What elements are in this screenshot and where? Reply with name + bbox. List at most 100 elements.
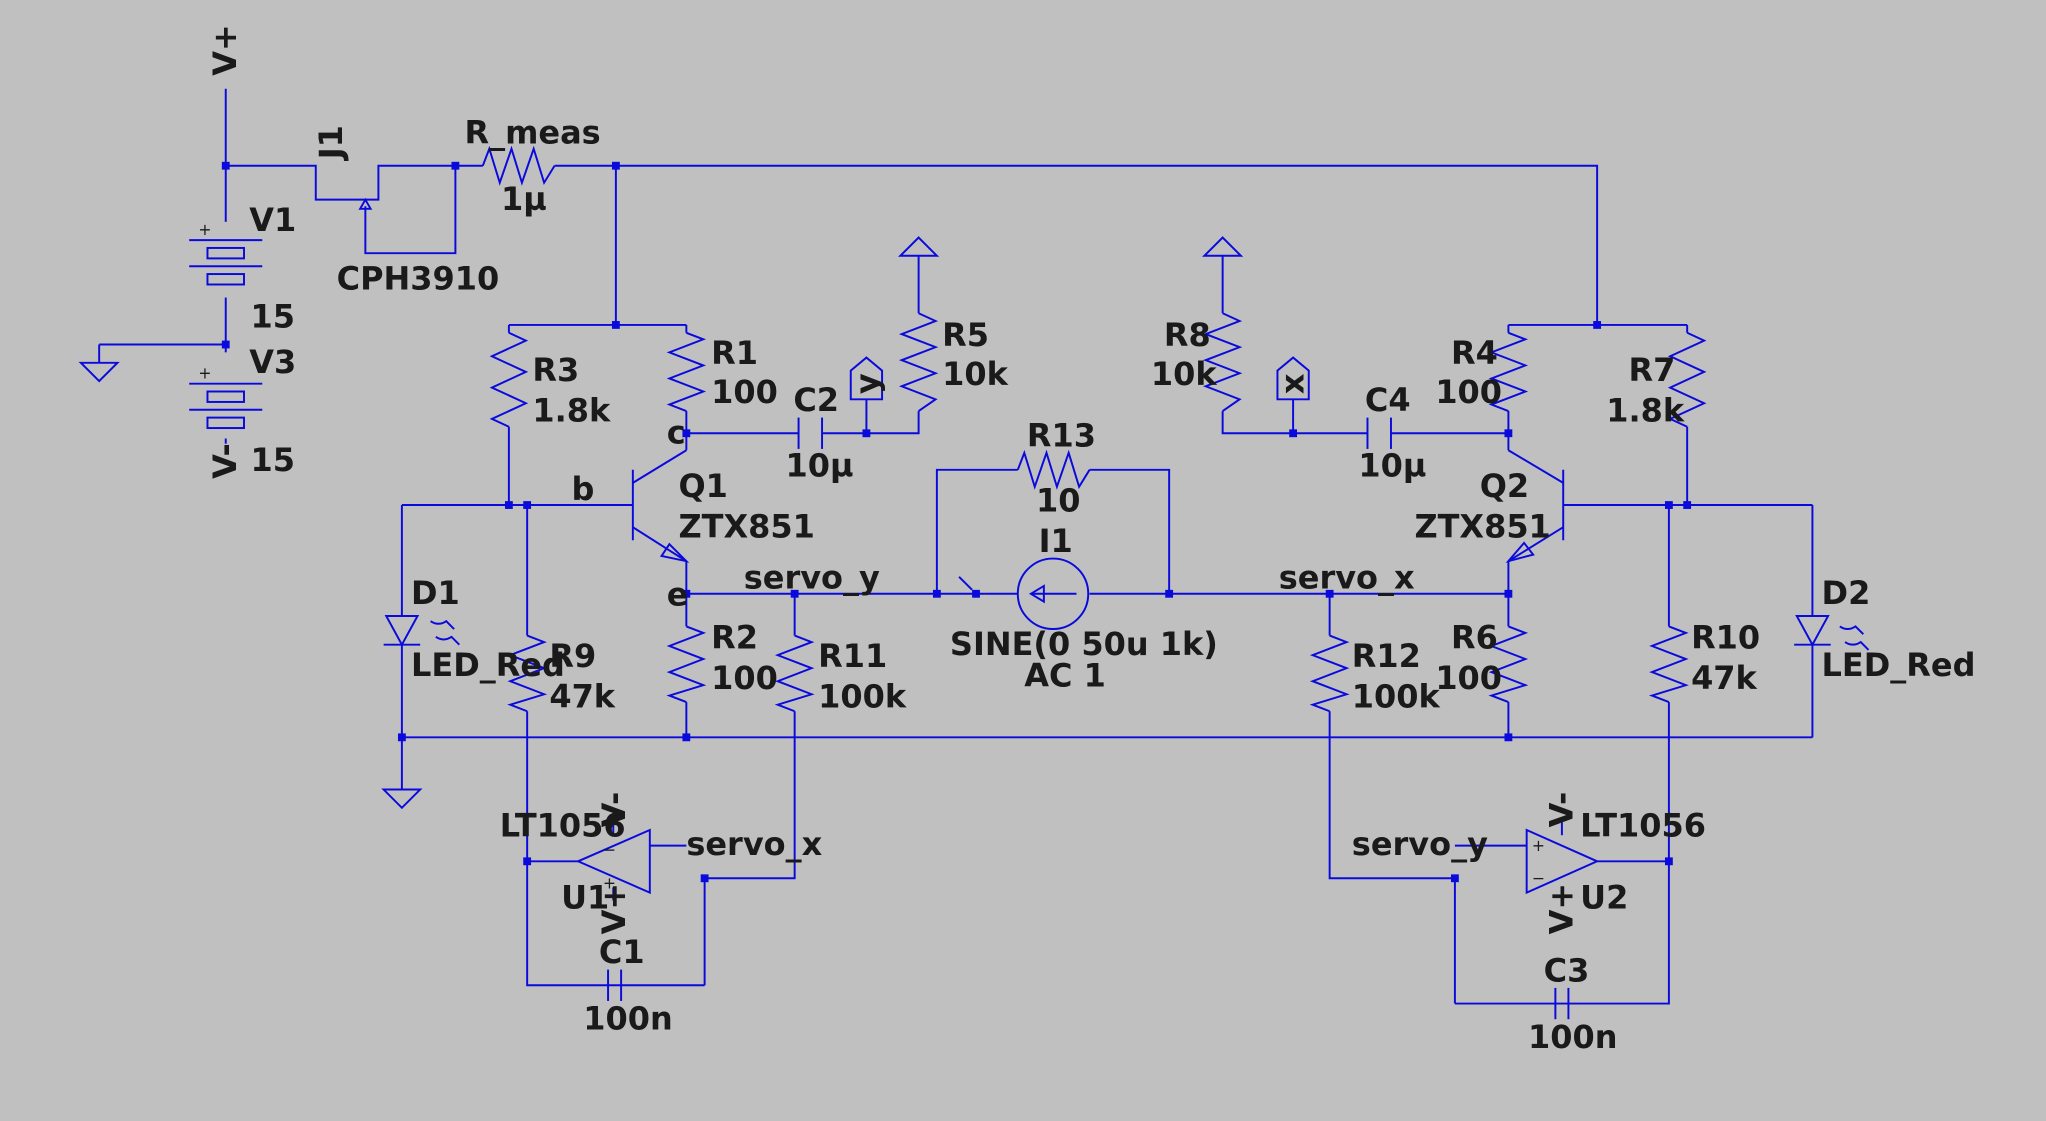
ground-icon — [381, 788, 423, 810]
junction — [682, 733, 691, 742]
d1-led-symbol — [383, 614, 460, 647]
resistor-r2 — [666, 625, 707, 704]
u1-ref-label: U1 — [561, 878, 609, 916]
junction — [611, 321, 620, 329]
junction — [1664, 501, 1673, 509]
c1-value-label: 100n — [583, 1000, 672, 1038]
capacitor-plates — [607, 417, 1570, 1020]
r13-ref-label: R13 — [1027, 416, 1096, 454]
d2-led-symbol — [1794, 614, 1870, 651]
v3-ref-label: V3 — [249, 343, 296, 381]
r6-value-label: 100 — [1435, 659, 1502, 697]
junction — [1504, 733, 1513, 742]
port-x-icon — [1276, 356, 1310, 401]
vplus-top-label: V+ — [206, 24, 244, 76]
resistor-r-meas — [481, 145, 556, 186]
d1-ref-label: D1 — [411, 574, 460, 612]
wires — [98, 88, 1814, 1005]
wire — [554, 164, 1599, 325]
v3-value-label: 15 — [251, 441, 295, 479]
svg-text:+: + — [603, 874, 616, 893]
junction — [1504, 589, 1513, 598]
u1-vminus-label: V- — [595, 792, 633, 828]
u1-part-label: LT1056 — [500, 807, 626, 845]
u2-ref-label: U2 — [1580, 878, 1628, 916]
r12-ref-label: R12 — [1352, 637, 1421, 675]
junction — [862, 429, 871, 438]
c4-value-label: 10µ — [1358, 446, 1426, 484]
c3-value-label: 100n — [1528, 1018, 1617, 1056]
u2-vminus-label: V- — [1542, 792, 1580, 828]
r8-ref-label: R8 — [1164, 316, 1211, 354]
junction — [1450, 874, 1459, 883]
resistor-r13 — [1016, 449, 1091, 490]
servo-y-net-label: servo_y — [744, 559, 880, 597]
labels: V+ V- J1 y x V- V+ V- V+ V1 15 V3 15 CPH… — [206, 24, 1975, 1056]
v3-battery-symbol: + — [189, 363, 263, 430]
r9-ref-label: R9 — [549, 637, 596, 675]
wire — [1089, 468, 1171, 594]
resistor-r9 — [507, 634, 548, 713]
pin-b-label: b — [572, 470, 595, 508]
junction — [682, 589, 691, 598]
junctions — [221, 161, 1692, 883]
supply-arrow-icon — [897, 236, 940, 257]
svg-text:+: + — [1532, 836, 1545, 855]
r9-value-label: 47k — [549, 677, 615, 715]
r4-ref-label: R4 — [1451, 334, 1498, 372]
y-port-label: y — [848, 373, 886, 394]
resistor-r8 — [1202, 312, 1243, 412]
supply-arrow-icon — [1202, 236, 1244, 257]
r3-value-label: 1.8k — [532, 392, 611, 430]
wire — [225, 164, 456, 201]
junction — [397, 733, 406, 742]
r3-ref-label: R3 — [532, 351, 579, 389]
svg-text:−: − — [1532, 868, 1545, 887]
i1-current-source-symbol — [958, 557, 1090, 630]
q1-transistor-symbol — [631, 449, 690, 563]
q1-ref-label: Q1 — [679, 467, 728, 505]
junction — [1683, 501, 1692, 509]
x-port-label: x — [1274, 373, 1312, 394]
r6-ref-label: R6 — [1451, 619, 1498, 657]
r-meas-value-label: 1µ — [501, 180, 547, 218]
svg-text:+: + — [198, 363, 211, 382]
i1-value-line2: AC 1 — [1024, 656, 1106, 694]
u1-opamp-symbol: − + — [575, 822, 651, 901]
r12-value-label: 100k — [1352, 677, 1441, 715]
c3-ref-label: C3 — [1544, 951, 1590, 989]
r10-value-label: 47k — [1691, 659, 1757, 697]
r7-ref-label: R7 — [1628, 351, 1675, 389]
resistor-zigzags — [481, 145, 1707, 713]
v1-value-label: 15 — [251, 298, 295, 336]
junction — [451, 161, 460, 170]
junction — [932, 589, 941, 598]
junction — [221, 340, 230, 349]
resistor-r7 — [1667, 331, 1707, 428]
r11-ref-label: R11 — [818, 637, 887, 675]
junction — [790, 589, 799, 598]
q1-part-label: ZTX851 — [679, 508, 815, 546]
r2-ref-label: R2 — [711, 619, 758, 657]
servo-x-net-label: servo_x — [1279, 559, 1415, 597]
resistor-r12 — [1309, 634, 1350, 713]
r7-value-label: 1.8k — [1606, 392, 1685, 430]
r11-value-label: 100k — [818, 677, 907, 715]
r13-value-label: 10 — [1036, 482, 1080, 520]
r-meas-ref-label: R_meas — [465, 114, 601, 152]
u2-opamp-symbol: + − — [1525, 822, 1600, 901]
v1-battery-symbol: + — [189, 220, 263, 286]
resistor-r11 — [774, 634, 815, 713]
junction — [504, 501, 513, 509]
resistor-r6 — [1488, 625, 1529, 704]
junction — [700, 874, 709, 883]
u1-vplus-label: V+ — [595, 883, 633, 935]
r1-value-label: 100 — [711, 373, 778, 411]
r1-ref-label: R1 — [711, 334, 758, 372]
resistor-r3 — [489, 331, 529, 428]
r4-value-label: 100 — [1435, 373, 1502, 411]
resistor-r1 — [666, 331, 707, 412]
j1-part-label: CPH3910 — [337, 260, 500, 298]
i1-value-line1: SINE(0 50u 1k) — [950, 625, 1218, 663]
